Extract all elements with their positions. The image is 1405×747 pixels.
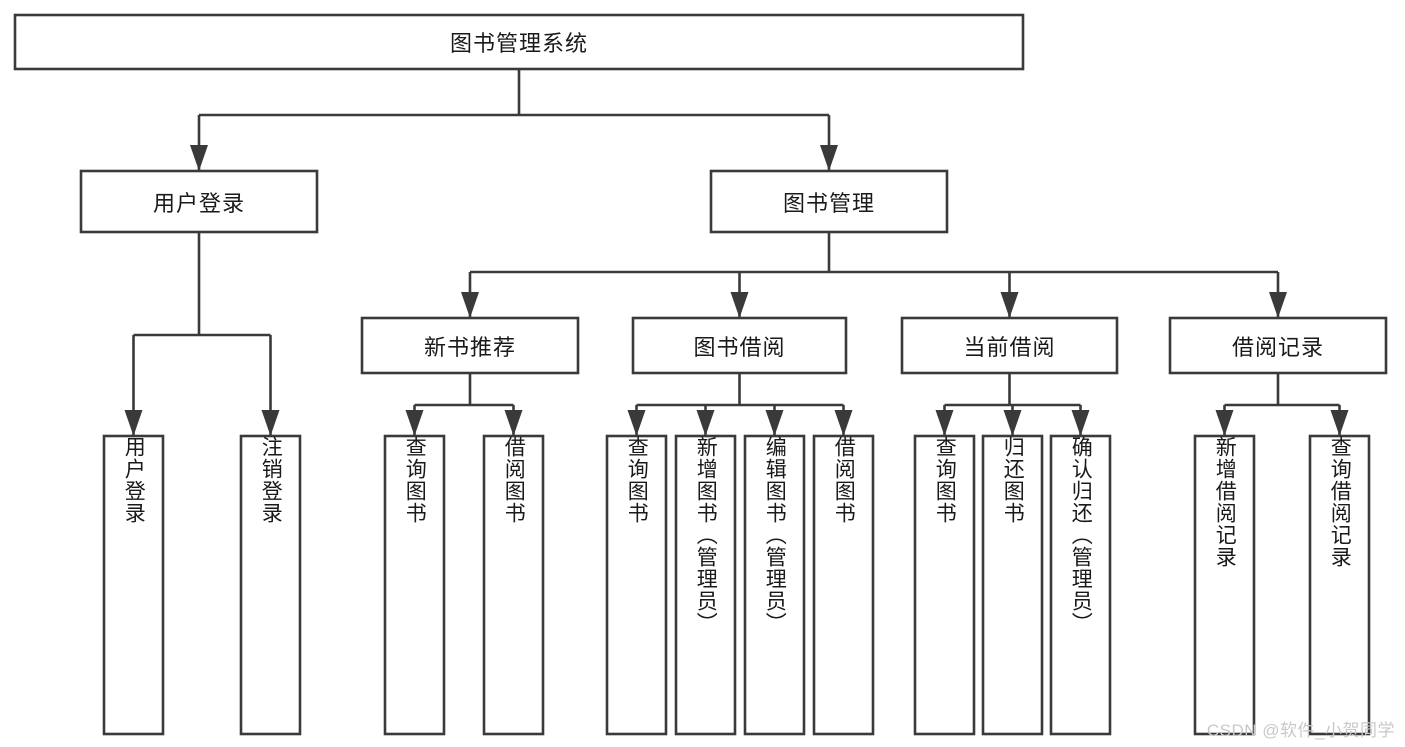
node-box-new-book-recommend[interactable]	[360, 316, 580, 375]
node-boxes-layer	[13, 13, 1388, 736]
arrow-head-icon-book-management	[820, 145, 838, 171]
node-box-leaf-logout[interactable]	[239, 434, 302, 736]
arrow-head-icon-current-borrow	[1000, 292, 1019, 318]
node-box-leaf-edit-book-admin[interactable]	[743, 434, 806, 736]
arrow-head-icon-leaf-logout	[261, 410, 280, 436]
node-box-leaf-user-login[interactable]	[102, 434, 165, 736]
arrow-head-icon-leaf-user-login	[124, 410, 143, 436]
node-box-leaf-query-borrow-record[interactable]	[1308, 434, 1371, 736]
watermark-text: CSDN @软件_小贺同学	[1206, 721, 1395, 740]
node-box-leaf-borrow-book-recommend[interactable]	[482, 434, 545, 736]
arrow-head-icon-book-borrow	[730, 292, 749, 318]
node-box-current-borrow[interactable]	[900, 316, 1119, 375]
node-box-book-borrow[interactable]	[631, 316, 848, 375]
node-box-leaf-add-book-admin[interactable]	[674, 434, 737, 736]
node-box-leaf-query-book-recommend[interactable]	[383, 434, 446, 736]
arrow-head-icon-user-login	[190, 145, 208, 171]
node-box-root[interactable]	[13, 13, 1025, 71]
arrow-head-icon-leaf-edit-book-admin	[765, 410, 784, 436]
arrow-head-icon-leaf-borrow-book-recommend	[504, 410, 523, 436]
arrow-head-icon-new-book-recommend	[461, 292, 479, 318]
arrow-head-icon-leaf-add-book-admin	[696, 410, 715, 436]
arrow-head-icon-leaf-query-book-recommend	[405, 410, 424, 436]
node-box-user-login[interactable]	[79, 169, 319, 234]
arrow-head-icon-leaf-query-borrow-record	[1330, 410, 1349, 436]
node-box-leaf-add-borrow-record[interactable]	[1193, 434, 1256, 736]
arrow-head-icon-borrow-record	[1269, 292, 1287, 318]
arrow-head-icon-leaf-query-book-borrow	[627, 410, 646, 436]
arrow-head-icon-leaf-add-borrow-record	[1215, 410, 1234, 436]
node-box-book-management[interactable]	[709, 169, 949, 234]
node-box-leaf-query-book-current[interactable]	[913, 434, 976, 736]
node-box-leaf-query-book-borrow[interactable]	[605, 434, 668, 736]
arrow-head-icon-leaf-confirm-return-admin	[1071, 410, 1090, 436]
node-box-leaf-borrow-book[interactable]	[812, 434, 875, 736]
connectors-layer	[124, 69, 1349, 436]
arrow-head-icon-leaf-return-book	[1003, 410, 1022, 436]
node-box-leaf-return-book[interactable]	[981, 434, 1044, 736]
arrow-head-icon-leaf-query-book-current	[935, 410, 954, 436]
arrow-head-icon-leaf-borrow-book	[834, 410, 853, 436]
node-box-leaf-confirm-return-admin[interactable]	[1049, 434, 1112, 736]
node-box-borrow-record[interactable]	[1168, 316, 1388, 375]
